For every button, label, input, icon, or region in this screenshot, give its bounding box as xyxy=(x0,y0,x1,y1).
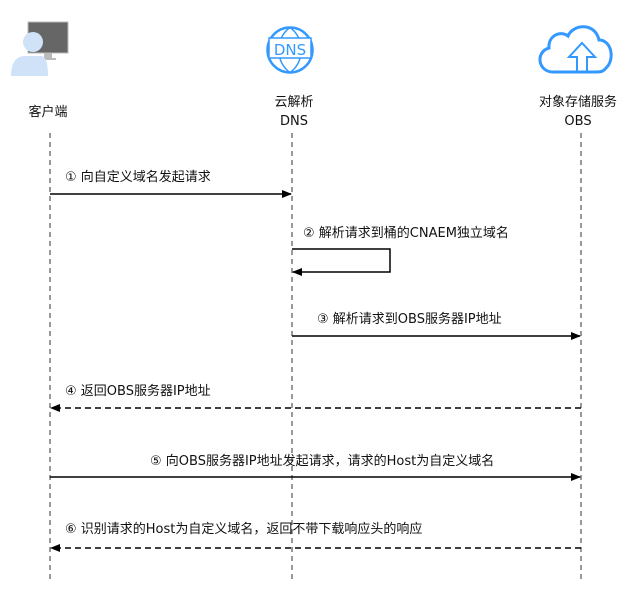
message-2-label: ② 解析请求到桶的CNAEM独立域名 xyxy=(303,225,509,241)
message-6-label: ⑥ 识别请求的Host为自定义域名，返回不带下载响应头的响应 xyxy=(65,521,422,537)
message-1-label: ① 向自定义域名发起请求 xyxy=(65,169,211,185)
user-computer-icon xyxy=(11,21,69,76)
message-4-label: ④ 返回OBS服务器IP地址 xyxy=(65,383,211,399)
message-5-label: ⑤ 向OBS服务器IP地址发起请求，请求的Host为自定义域名 xyxy=(150,453,494,469)
actor-dns-sublabel: DNS xyxy=(280,114,308,129)
actor-obs-label: 对象存储服务 xyxy=(539,94,617,110)
actor-client-label: 客户端 xyxy=(28,104,67,120)
actor-obs-sublabel: OBS xyxy=(564,114,591,129)
message-2-self-arrow xyxy=(292,248,391,276)
message-3-label: ③ 解析请求到OBS服务器IP地址 xyxy=(317,311,502,327)
svg-text:DNS: DNS xyxy=(274,41,306,59)
actor-dns-label: 云解析 xyxy=(274,95,313,110)
cloud-upload-icon xyxy=(538,25,613,74)
dns-globe-icon: DNS xyxy=(266,26,314,74)
